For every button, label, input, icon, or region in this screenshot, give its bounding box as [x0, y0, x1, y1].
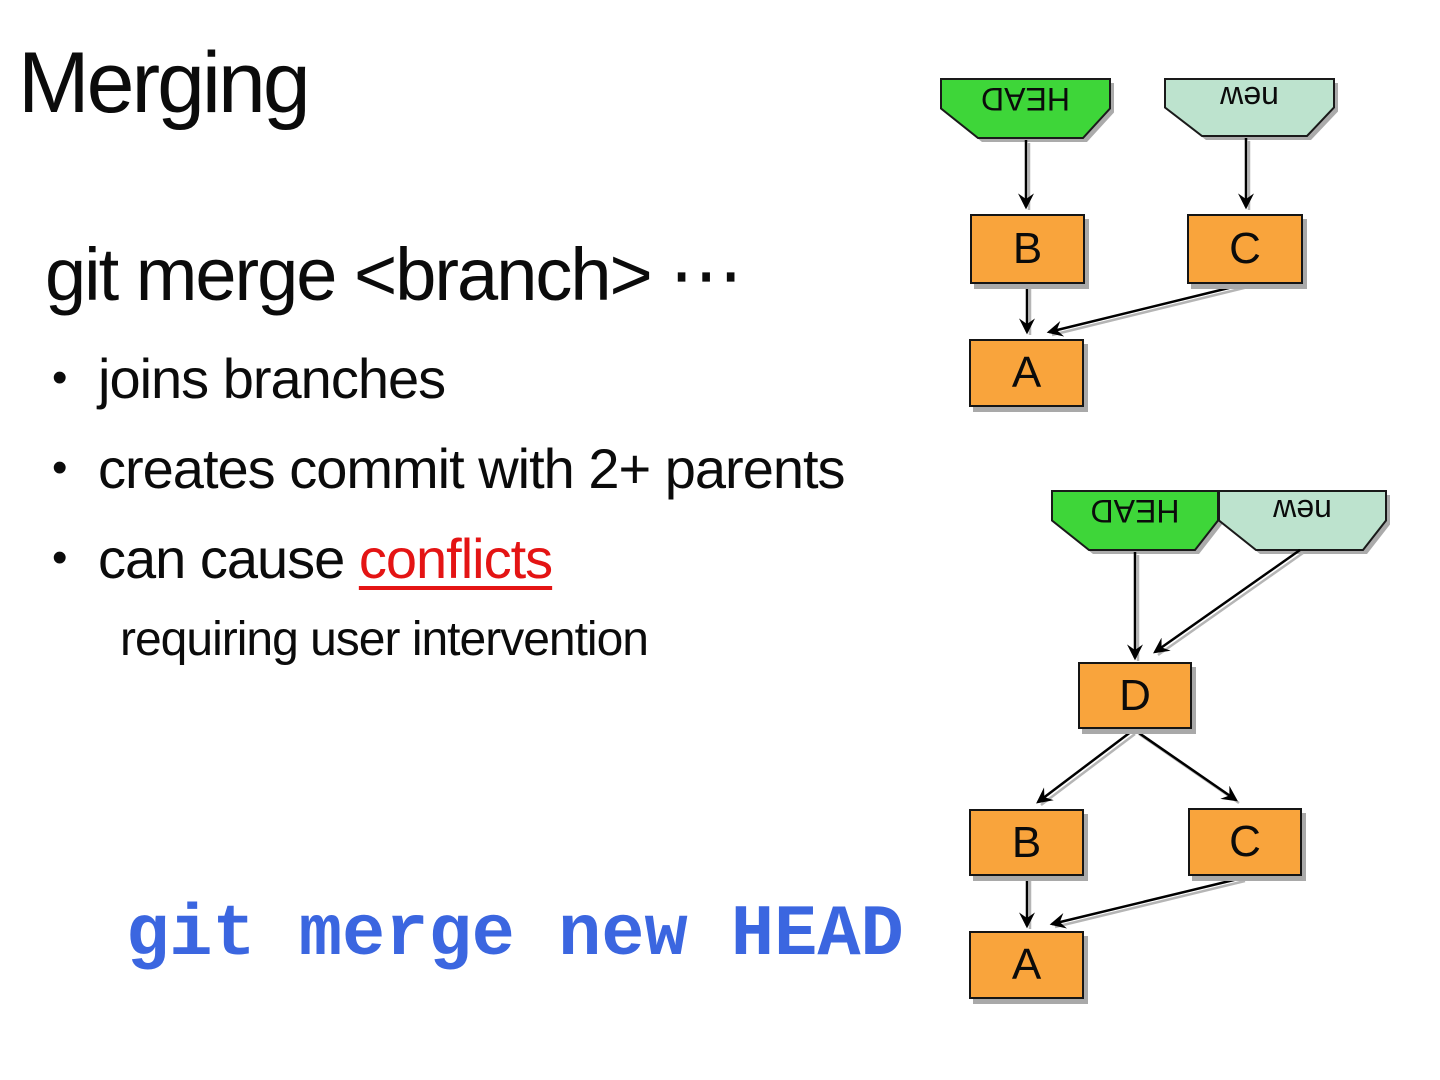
commit-node-a: A: [969, 339, 1084, 407]
bullet-item-joins: • joins branches: [52, 347, 446, 410]
merge-command-code: git merge new HEAD: [126, 894, 904, 976]
bullet-text: can cause: [98, 527, 359, 590]
bullet-marker: •: [52, 443, 67, 492]
bullet-text: creates commit with 2+ parents: [98, 437, 846, 500]
edge-d-to-c: [1135, 729, 1238, 802]
bullet-item-conflicts: • can cause conflicts: [52, 527, 553, 590]
commit-node-b: B: [970, 214, 1085, 284]
commit-node-c: C: [1187, 214, 1303, 284]
edges-svg: [1019, 490, 1390, 929]
diagram-before-merge: HEAD new B C A: [930, 60, 1350, 430]
bullet-subnote: requiring user intervention: [120, 613, 649, 666]
new-banner-shape: [1164, 78, 1335, 137]
edge-d-to-b: [1036, 730, 1133, 804]
edge-new-to-d: [1153, 548, 1301, 654]
head-banner-shape: [1051, 490, 1219, 551]
edge-c-to-a: [1046, 282, 1246, 337]
edge-c-to-a: [1049, 876, 1243, 929]
commit-node-d: D: [1078, 662, 1192, 729]
edges-svg: [940, 78, 1338, 337]
conflicts-highlight: conflicts: [358, 527, 553, 590]
commit-node-c: C: [1188, 808, 1302, 876]
commit-node-a: A: [969, 931, 1084, 999]
bullet-marker: •: [52, 353, 67, 402]
head-banner-label: HEAD: [981, 81, 1070, 117]
commit-node-b: B: [969, 809, 1084, 876]
command-heading: git merge <branch> ⋯: [45, 233, 743, 316]
bullet-item-creates: • creates commit with 2+ parents: [52, 437, 846, 500]
head-banner-label: HEAD: [1090, 493, 1180, 529]
diagram-after-merge: HEAD new D B C A: [950, 480, 1400, 1010]
bullet-text: joins branches: [98, 347, 446, 410]
new-banner-label: new: [1273, 493, 1332, 529]
new-banner-label: new: [1220, 80, 1279, 116]
page-title: Merging: [18, 35, 311, 131]
bullet-marker: •: [52, 533, 67, 582]
head-banner-shape: [940, 78, 1111, 139]
